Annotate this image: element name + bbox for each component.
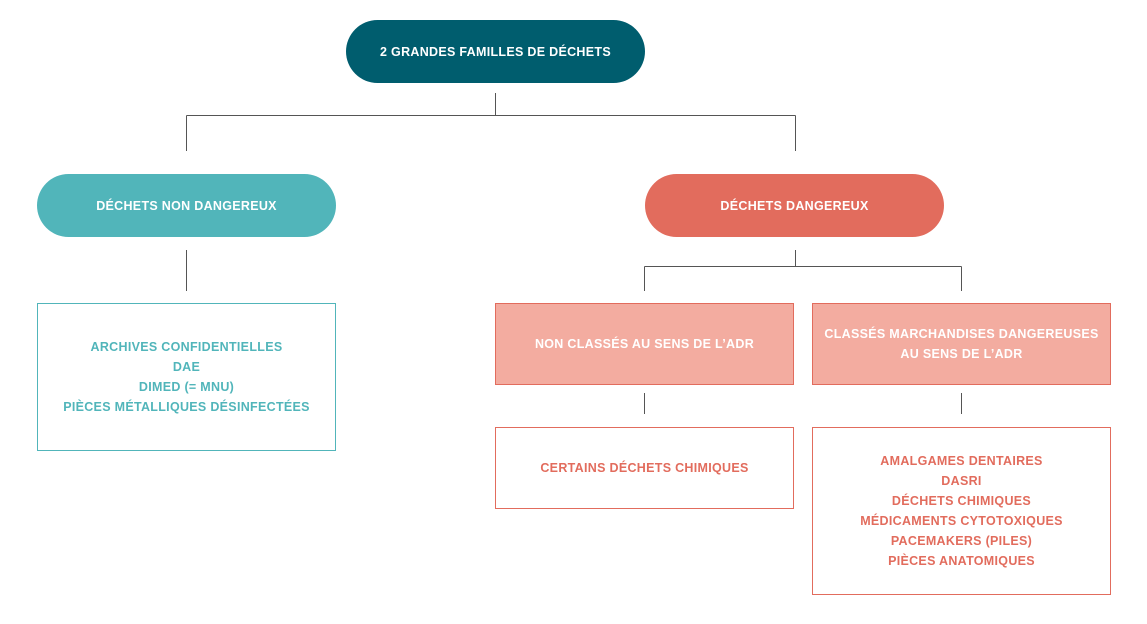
non-classified-node: NON CLASSÉS AU SENS DE L’ADR xyxy=(495,303,794,385)
root-label: 2 GRANDES FAMILLES DE DÉCHETS xyxy=(380,44,611,59)
non-dangerous-node: DÉCHETS NON DANGEREUX xyxy=(37,174,336,237)
dangerous-node: DÉCHETS DANGEREUX xyxy=(645,174,944,237)
non-classified-list: CERTAINS DÉCHETS CHIMIQUES xyxy=(495,427,794,509)
list-item: DIMED (= MNU) xyxy=(138,380,235,394)
list-item: DASRI xyxy=(941,474,982,488)
classified-label-line2: AU SENS DE L’ADR xyxy=(900,347,1023,361)
list-item: PIÈCES ANATOMIQUES xyxy=(888,554,1035,568)
list-item: MÉDICAMENTS CYTOTOXIQUES xyxy=(860,514,1063,528)
list-item: AMALGAMES DENTAIRES xyxy=(880,454,1043,468)
list-item: CERTAINS DÉCHETS CHIMIQUES xyxy=(540,461,749,475)
non-dangerous-label: DÉCHETS NON DANGEREUX xyxy=(96,198,277,213)
list-item: DAE xyxy=(172,360,201,374)
classified-list: AMALGAMES DENTAIRES DASRI DÉCHETS CHIMIQ… xyxy=(812,427,1111,595)
non-dangerous-list: ARCHIVES CONFIDENTIELLES DAE DIMED (= MN… xyxy=(37,303,336,451)
list-item: DÉCHETS CHIMIQUES xyxy=(891,494,1032,508)
dangerous-label: DÉCHETS DANGEREUX xyxy=(720,198,869,213)
list-item: PACEMAKERS (PILES) xyxy=(890,534,1033,548)
classified-label-line1: CLASSÉS MARCHANDISES DANGEREUSES xyxy=(824,327,1099,341)
non-classified-label: NON CLASSÉS AU SENS DE L’ADR xyxy=(534,337,755,351)
root-node: 2 GRANDES FAMILLES DE DÉCHETS xyxy=(346,20,645,83)
classified-node: CLASSÉS MARCHANDISES DANGEREUSES AU SENS… xyxy=(812,303,1111,385)
list-item: ARCHIVES CONFIDENTIELLES xyxy=(90,340,283,354)
list-item: PIÈCES MÉTALLIQUES DÉSINFECTÉES xyxy=(63,400,310,414)
